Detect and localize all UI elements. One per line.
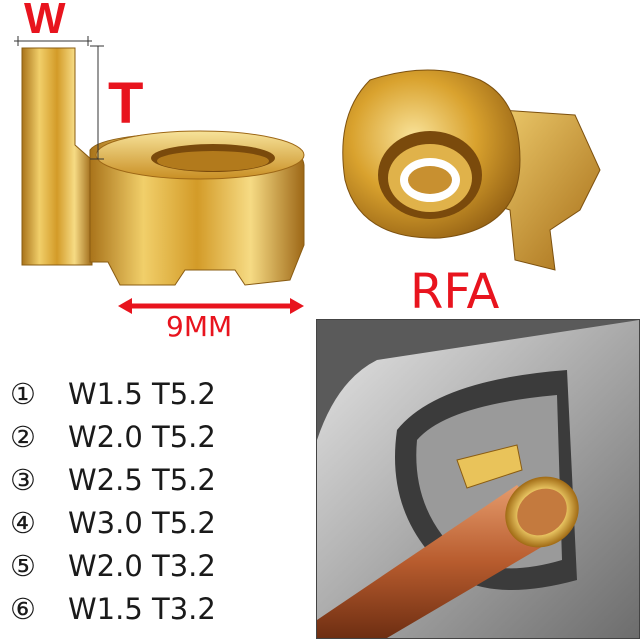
thickness-label: T bbox=[108, 71, 144, 136]
insert-rfa-view bbox=[330, 60, 630, 280]
spec-list: ① W1.5 T5.2 ② W2.0 T5.2 ③ W2.5 T5.2 ④ W3.0 T… bbox=[10, 372, 216, 630]
spec-number: ③ bbox=[10, 462, 36, 497]
length-label: 9MM bbox=[166, 310, 233, 343]
spec-number: ⑤ bbox=[10, 548, 36, 583]
list-item: ⑤ W2.0 T3.2 bbox=[10, 544, 216, 587]
profile-label: RFA bbox=[410, 264, 500, 320]
spec-text: W2.0 T5.2 bbox=[68, 419, 216, 454]
spec-text: W1.5 T5.2 bbox=[68, 376, 216, 411]
list-item: ④ W3.0 T5.2 bbox=[10, 501, 216, 544]
spec-number: ④ bbox=[10, 505, 36, 540]
spec-text: W2.0 T3.2 bbox=[68, 548, 216, 583]
spec-text: W2.5 T5.2 bbox=[68, 462, 216, 497]
list-item: ① W1.5 T5.2 bbox=[10, 372, 216, 415]
spec-text: W1.5 T3.2 bbox=[68, 591, 216, 626]
width-label: W bbox=[24, 0, 66, 43]
spec-number: ⑥ bbox=[10, 591, 36, 626]
list-item: ③ W2.5 T5.2 bbox=[10, 458, 216, 501]
spec-text: W3.0 T5.2 bbox=[68, 505, 216, 540]
spec-number: ② bbox=[10, 419, 36, 454]
insert-side-view bbox=[0, 0, 320, 345]
list-item: ② W2.0 T5.2 bbox=[10, 415, 216, 458]
application-photo bbox=[316, 319, 640, 639]
spec-number: ① bbox=[10, 376, 36, 411]
list-item: ⑥ W1.5 T3.2 bbox=[10, 587, 216, 630]
